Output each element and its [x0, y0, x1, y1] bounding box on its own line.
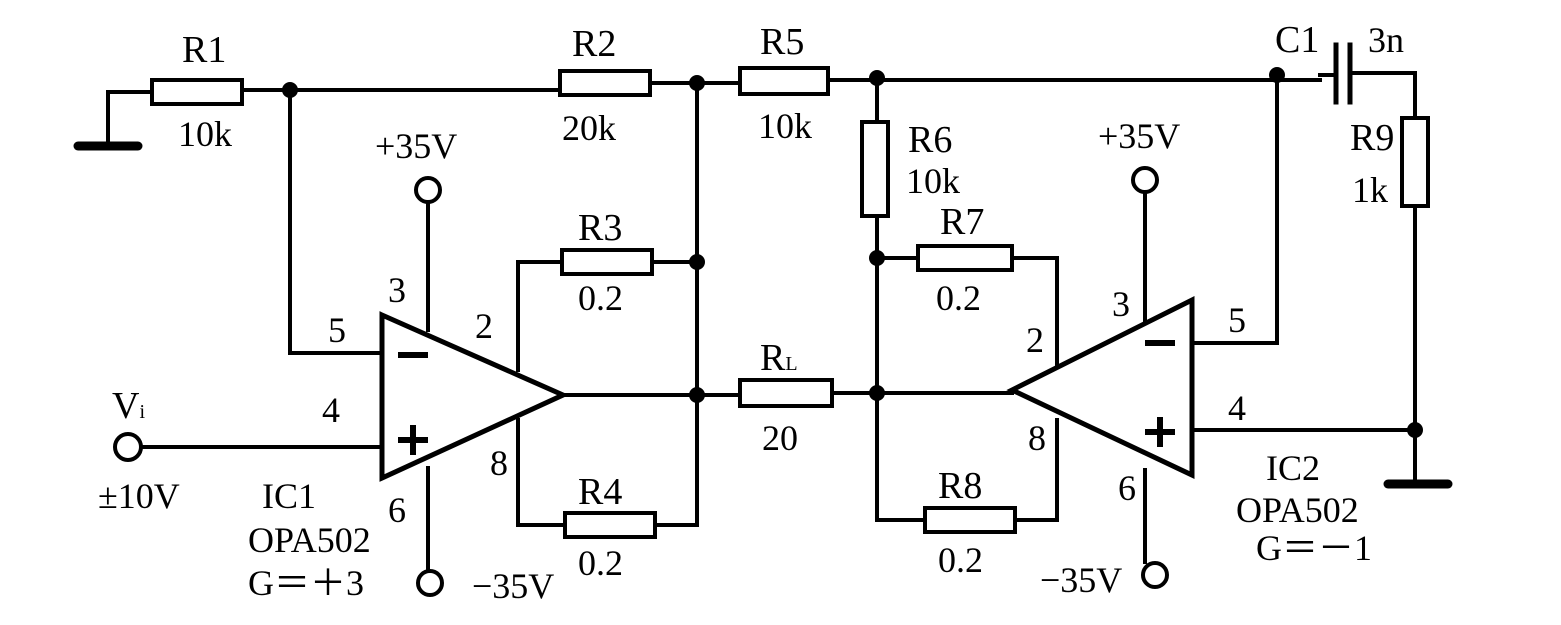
- label-r5-value: 10k: [758, 106, 812, 146]
- ic2-pin2: 2: [1026, 320, 1044, 360]
- wire-r3-left: [516, 260, 564, 372]
- wire-ic1-pin5: [288, 88, 384, 355]
- label-ic1-pos-supply: +35V: [375, 126, 457, 166]
- label-c1-name: C1: [1275, 19, 1319, 61]
- ic2-pin6: 6: [1118, 468, 1136, 508]
- wire-r4-left: [516, 418, 567, 527]
- wire-c1-r9: [1348, 71, 1417, 120]
- wire-ic2-pin5: [1190, 73, 1279, 345]
- capacitor-c1: [1318, 42, 1353, 105]
- label-r3-name: R3: [578, 207, 622, 249]
- resistor-r8: [923, 506, 1017, 534]
- resistor-r3: [560, 248, 654, 276]
- ic1-pin4: 4: [322, 390, 340, 430]
- label-c1-value: 3n: [1368, 20, 1404, 60]
- ic1-pin8: 8: [490, 443, 508, 483]
- label-vi: Vi: [112, 385, 145, 427]
- ic1-gain: G＝＋3: [248, 563, 364, 603]
- ic1-name: IC1: [262, 476, 316, 516]
- label-r4-name: R4: [578, 471, 622, 513]
- ic1-pin3: 3: [388, 270, 406, 310]
- label-vi-range: ±10V: [98, 476, 180, 516]
- label-r4-value: 0.2: [578, 543, 623, 583]
- ic1-pin6: 6: [388, 490, 406, 530]
- resistor-r4: [563, 511, 657, 539]
- label-rl-name: RL: [760, 337, 798, 379]
- label-r9-name: R9: [1350, 117, 1394, 159]
- label-r1-value: 10k: [178, 114, 232, 154]
- ic2-part: OPA502: [1236, 490, 1359, 530]
- ic2-pin4: 4: [1228, 388, 1246, 428]
- label-r6-name: R6: [908, 119, 952, 161]
- ic2-pin8: 8: [1028, 418, 1046, 458]
- label-r2-name: R2: [572, 23, 616, 65]
- label-r9-value: 1k: [1352, 170, 1388, 210]
- wire-r8-right: [1013, 418, 1059, 522]
- ic2-name: IC2: [1266, 448, 1320, 488]
- terminal-ic2-pos-supply: [1131, 166, 1159, 194]
- label-r7-name: R7: [940, 201, 984, 243]
- wire-gnd-r1: [106, 90, 154, 147]
- resistor-r6: [860, 120, 890, 218]
- label-r5-name: R5: [760, 21, 804, 63]
- label-ic1-neg-supply: −35V: [472, 566, 554, 606]
- ic2-pin5: 5: [1228, 300, 1246, 340]
- label-ic2-neg-supply: −35V: [1040, 560, 1122, 600]
- label-r2-value: 20k: [562, 108, 616, 148]
- resistor-r7: [916, 244, 1014, 272]
- resistor-rl: [738, 378, 834, 408]
- terminal-ic1-neg-supply: [416, 569, 444, 597]
- label-r3-value: 0.2: [578, 278, 623, 318]
- ic2-pin3: 3: [1112, 284, 1130, 324]
- resistor-r2: [558, 69, 652, 97]
- label-r8-value: 0.2: [938, 540, 983, 580]
- ic2-gain: G＝－1: [1256, 528, 1372, 568]
- ic1-pin2: 2: [475, 306, 493, 346]
- terminal-ic2-neg-supply: [1141, 561, 1169, 589]
- terminal-ic1-pos-supply: [414, 176, 442, 204]
- label-r8-name: R8: [938, 465, 982, 507]
- wires: [106, 71, 1417, 572]
- wire-r7-right: [1010, 256, 1059, 370]
- label-ic2-pos-supply: +35V: [1098, 116, 1180, 156]
- opamp-ic1: [379, 311, 570, 482]
- label-r6-value: 10k: [906, 161, 960, 201]
- ic1-pin5: 5: [328, 310, 346, 350]
- junction-dots: [282, 67, 1423, 438]
- label-r7-value: 0.2: [936, 278, 981, 318]
- resistor-r5: [738, 66, 830, 96]
- resistor-r1: [150, 78, 244, 106]
- ic1-part: OPA502: [248, 520, 371, 560]
- terminal-vi-input: [113, 432, 143, 462]
- resistor-r9: [1400, 116, 1430, 208]
- label-r1-name: R1: [182, 29, 226, 71]
- label-rl-value: 20: [762, 418, 798, 458]
